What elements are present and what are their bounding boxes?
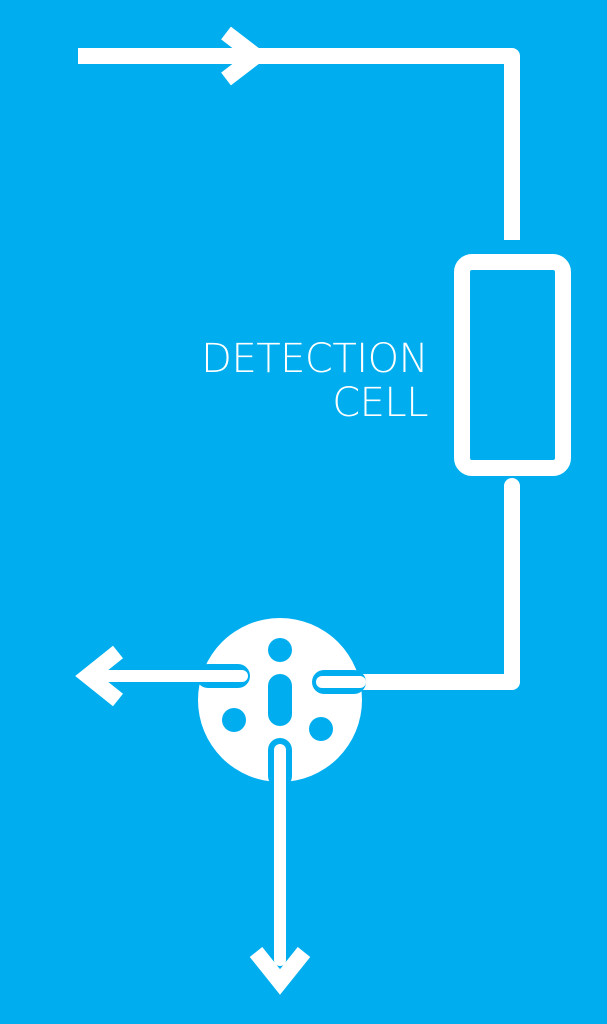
arrow-right-icon xyxy=(221,26,270,86)
detection-cell xyxy=(454,254,571,476)
arrow-down-icon xyxy=(249,947,311,995)
valve-port xyxy=(309,717,333,741)
inlet-tubing xyxy=(78,48,520,240)
valve-port xyxy=(268,638,292,662)
cell-outlet-tubing xyxy=(312,478,520,690)
detection-cell-label-line1: DETECTION xyxy=(201,336,428,382)
valve-center-slot xyxy=(268,674,292,726)
arrow-left-icon xyxy=(75,645,123,707)
valve-port xyxy=(222,708,246,732)
detection-cell-label-line2: CELL xyxy=(332,380,428,426)
